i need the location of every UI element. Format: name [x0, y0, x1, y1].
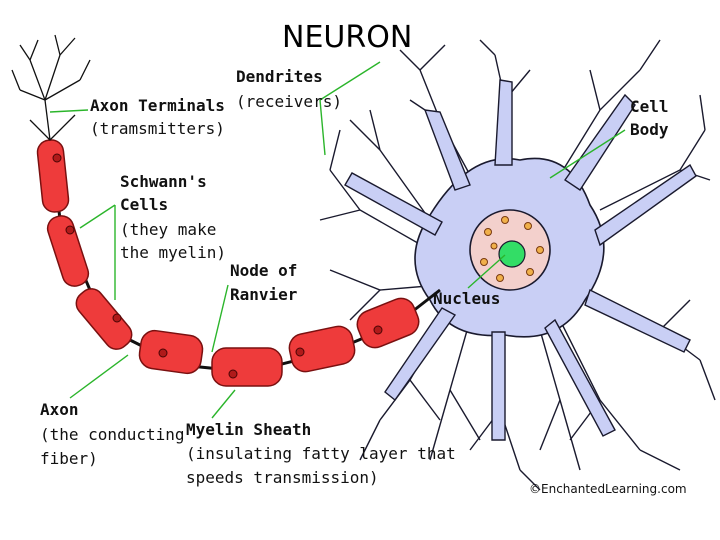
label-cell-body-line1: Cell — [630, 97, 669, 116]
nucleus-granules — [480, 216, 544, 282]
nucleolus-shape — [498, 240, 526, 268]
label-cell-body-line2: Body — [630, 120, 669, 139]
dendrite-trunks — [344, 79, 697, 441]
label-axon-desc2: fiber) — [40, 449, 98, 468]
credit-text: ©EnchantedLearning.com — [529, 482, 687, 496]
label-myelin: Myelin Sheath — [186, 420, 312, 439]
label-schwann-desc2: the myelin) — [120, 243, 226, 262]
pointer-lines — [49, 61, 626, 419]
label-axon-terminals: Axon Terminals — [90, 96, 225, 115]
label-dendrites: Dendrites — [236, 67, 323, 86]
label-schwann-desc1: (they make — [120, 220, 217, 239]
label-myelin-desc2: speeds transmission) — [186, 468, 379, 487]
label-node-line1: Node of — [230, 261, 298, 280]
label-dendrites-desc: (receivers) — [236, 92, 342, 111]
diagram-title: NEURON — [282, 20, 413, 55]
label-schwann-line2: Cells — [120, 195, 169, 214]
schwann-nuclei — [52, 153, 383, 379]
label-nucleus: Nucleus — [433, 289, 501, 308]
label-axon-terminals-desc: (tramsmitters) — [90, 119, 225, 138]
label-schwann-line1: Schwann's — [120, 172, 207, 191]
myelin-sheath-segments — [36, 139, 420, 387]
label-axon-desc1: (the conducting — [40, 425, 185, 444]
label-node-line2: Ranvier — [230, 285, 298, 304]
label-myelin-desc1: (insulating fatty layer that — [186, 444, 456, 463]
axon-terminals-shape — [11, 34, 91, 141]
label-axon: Axon — [40, 400, 79, 419]
